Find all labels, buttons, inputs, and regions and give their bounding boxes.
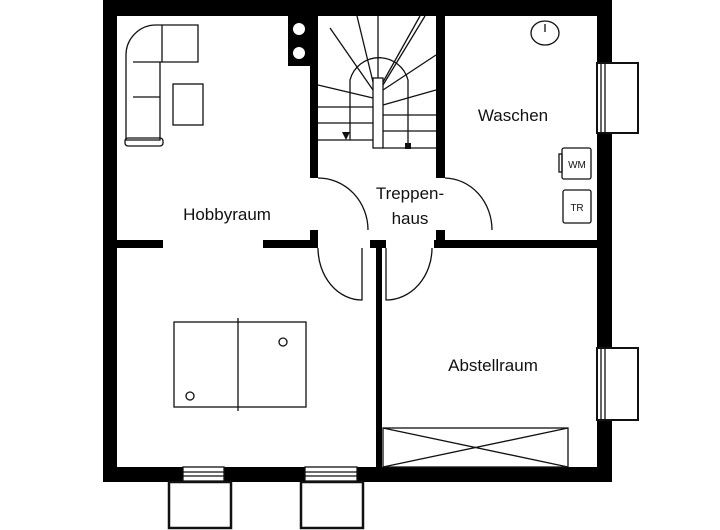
- window-laundry: [596, 62, 639, 134]
- room-label-hobby: Hobbyraum: [183, 205, 271, 224]
- dryer-label: TR: [570, 203, 583, 214]
- room-label-stair-1: Treppen-: [376, 184, 444, 203]
- door-stair-laundry: [444, 177, 493, 231]
- staircase: [317, 15, 437, 149]
- doors: [317, 177, 493, 301]
- dryer: TR: [562, 189, 592, 224]
- chimney: [293, 23, 305, 59]
- washbasin: [530, 20, 560, 46]
- window-hobby-2: [299, 480, 365, 530]
- interior-walls: [117, 16, 597, 467]
- door-storage: [385, 247, 433, 301]
- washing-machine: WM: [558, 147, 592, 180]
- door-hobby-lower: [317, 247, 363, 301]
- washer-label: WM: [568, 160, 586, 171]
- stair-down-arrow-icon: [342, 132, 350, 140]
- stair-marker-icon: [405, 143, 411, 149]
- window-storage: [596, 347, 639, 421]
- door-hobby-stair: [317, 177, 369, 231]
- storage-shelf: [382, 427, 569, 468]
- room-label-laundry: Waschen: [478, 106, 548, 125]
- table-tennis-table: [173, 318, 307, 411]
- room-label-stair-2: haus: [392, 209, 429, 228]
- window-hobby-1: [167, 480, 233, 530]
- sofa: [124, 24, 199, 147]
- room-label-storage: Abstellraum: [448, 356, 538, 375]
- windows: [167, 62, 639, 530]
- coffee-table: [172, 83, 204, 126]
